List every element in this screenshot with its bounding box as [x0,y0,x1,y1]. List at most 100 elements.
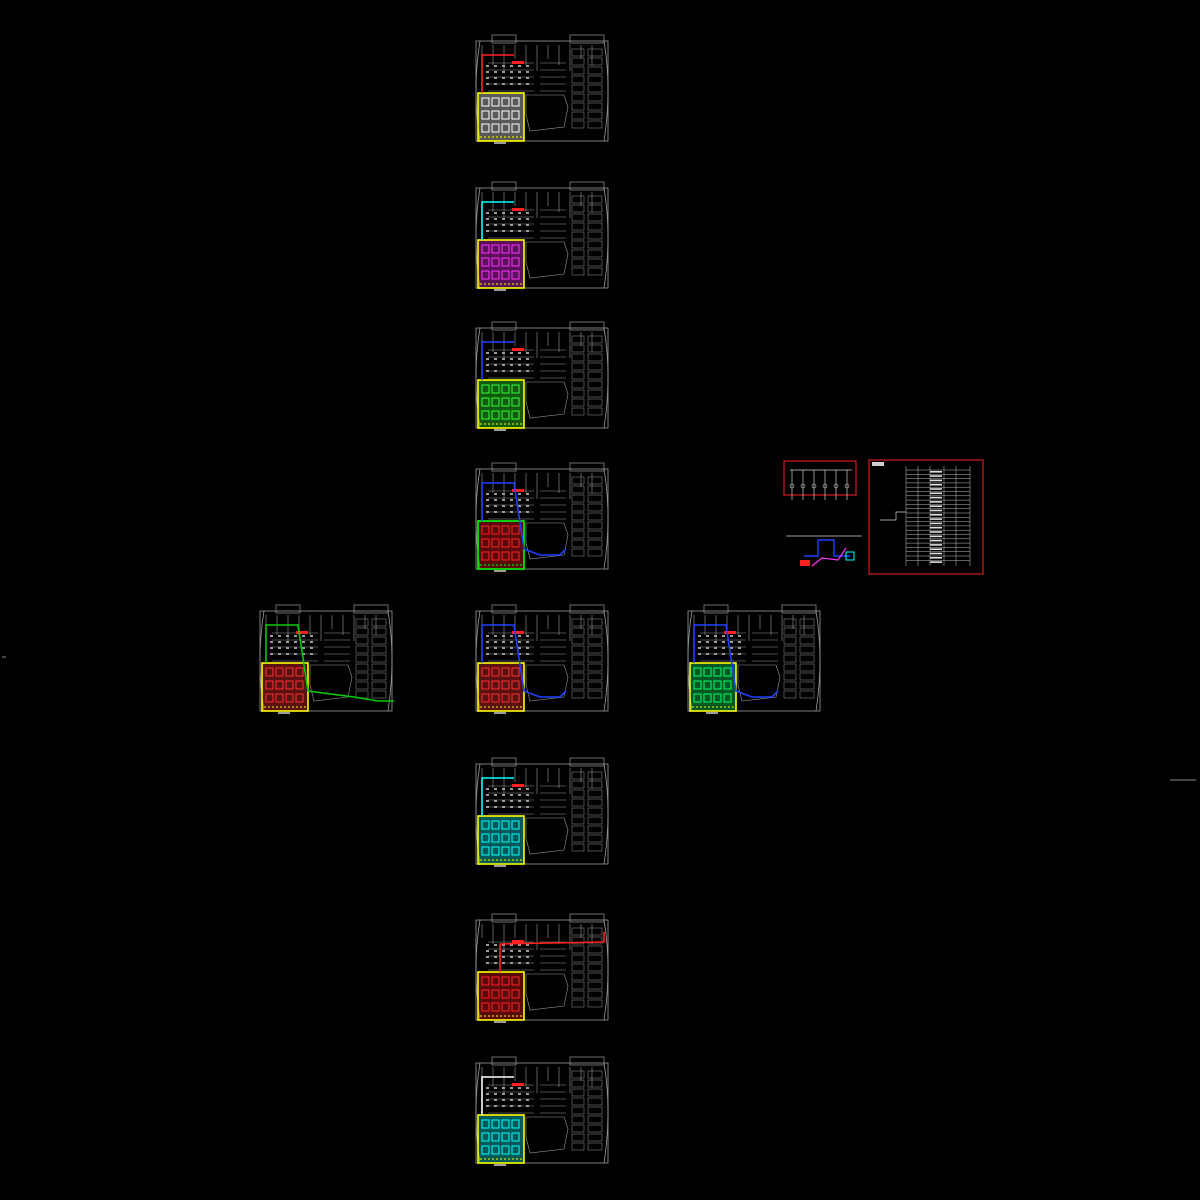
stair-core-right [353,604,389,614]
table-cell-text [930,544,942,546]
building-outline [475,327,609,429]
sheet-caption-mark [706,712,718,714]
floor-plan-sheet-2[interactable] [475,181,609,291]
route-tag [512,489,524,492]
sheet-caption-mark [494,289,506,291]
valve-symbol [822,483,828,489]
fixture-grid [486,493,529,513]
room-partitions [481,332,603,416]
stair-core-left [491,34,517,44]
highlight-zone[interactable] [477,971,525,1021]
table-cell-text [930,531,942,533]
stair-core-right [569,604,605,614]
zone-equipment [480,667,522,708]
highlight-zone[interactable] [477,520,525,570]
highlight-zone[interactable] [477,379,525,429]
highlight-zone[interactable] [477,662,525,712]
floor-plan-sheet-9[interactable] [475,913,609,1023]
tank-symbol [845,551,855,561]
sheet-caption-mark [494,142,506,144]
floor-plan-sheet-1[interactable] [475,34,609,144]
stair-core-left [491,181,517,191]
building-outline [475,40,609,142]
pipe-loop-blue [804,539,850,557]
building-outline [475,610,609,712]
stair-core-right [569,321,605,331]
building-outline [475,187,609,289]
highlight-zone[interactable] [477,1114,525,1164]
sheet-caption-mark [278,712,290,714]
stair-core-right [569,462,605,472]
sheet-caption-mark [494,570,506,572]
table-cell-text [930,526,942,529]
table-cell-text [930,548,942,550]
route-tag [512,61,524,64]
stair-core-left [491,321,517,331]
stair-core-left [703,604,729,614]
floor-plan-sheet-10[interactable] [475,1056,609,1166]
stair-core-left [491,604,517,614]
pipe-route [481,201,514,240]
building-outline [475,919,609,1021]
table-cell-text [930,509,942,512]
central-hall [737,664,781,702]
floor-plan-sheet-8[interactable] [475,757,609,867]
table-cell-text [930,488,942,490]
floor-plan-sheet-3[interactable] [475,321,609,431]
central-hall [525,522,569,560]
building-outline [475,468,609,570]
table-cell-text [930,518,942,520]
zone-equipment [480,525,522,566]
stair-core-left [491,462,517,472]
room-partitions [481,615,603,699]
route-tag [512,348,524,351]
route-tag [512,940,524,943]
floor-plan-sheet-6[interactable] [475,604,609,714]
sheet-caption-mark [494,712,506,714]
floor-plan-sheet-4[interactable] [475,462,609,572]
fixture-grid [270,635,313,655]
table-cell-text [930,552,942,555]
zone-equipment [480,384,522,425]
equipment-table-sheet[interactable] [868,459,984,575]
zone-equipment [480,97,522,138]
fixture-grid [486,1087,529,1107]
valve-symbol [811,483,817,489]
table-cell-text [930,501,942,503]
highlight-zone[interactable] [261,662,309,712]
table-cell-text [930,471,942,473]
building-outline [475,1062,609,1164]
route-tag [512,784,524,787]
table-cell-text [930,535,942,538]
fixture-grid [486,212,529,232]
sheet-caption-mark [494,1021,506,1023]
stair-core-left [491,757,517,767]
table-cell-text [930,483,942,486]
building-outline [475,763,609,865]
route-tag [296,631,308,634]
highlight-zone[interactable] [477,239,525,289]
pipe-route [481,777,514,816]
table-frame [868,459,984,575]
zone-equipment [480,1119,522,1160]
route-tag [724,631,736,634]
pipe-route [481,54,514,93]
pipe-route [481,482,567,556]
table-title-block [872,462,884,466]
pipe-route [481,624,567,698]
fixture-grid [486,788,529,808]
highlight-zone[interactable] [477,92,525,142]
zone-equipment [692,667,734,708]
system-schematic-sheet[interactable] [783,460,862,567]
fixture-grid [698,635,741,655]
sheet-caption-mark [494,429,506,431]
valve-symbol [800,483,806,489]
floor-plan-sheet-7[interactable] [687,604,821,714]
valve-symbol [833,483,839,489]
pipe-route [481,1076,514,1115]
floor-plan-sheet-5[interactable] [259,604,394,714]
highlight-zone[interactable] [477,815,525,865]
pipe-route [693,624,779,698]
highlight-zone[interactable] [689,662,737,712]
